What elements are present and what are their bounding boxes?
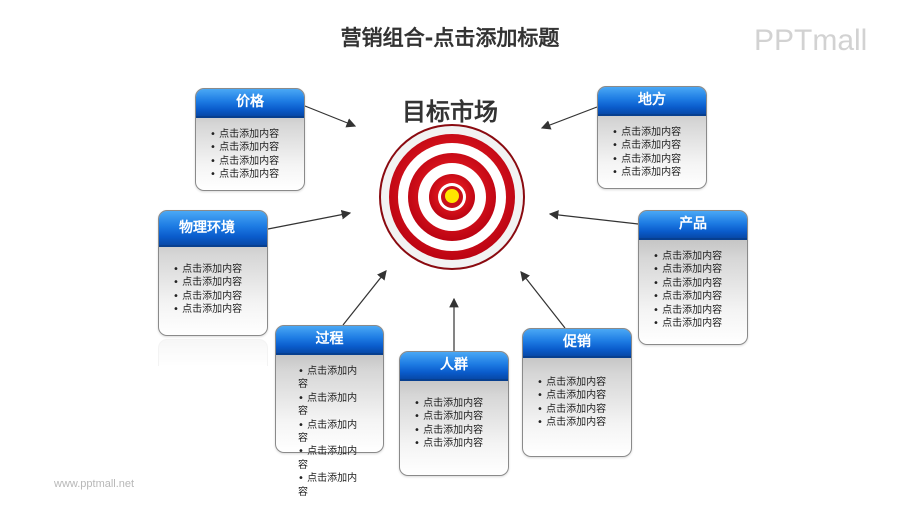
list-item: 点击添加内容 — [653, 277, 741, 290]
list-item: 点击添加内容 — [537, 403, 625, 416]
card-items: 点击添加内容 点击添加内容 点击添加内容 点击添加内容 — [159, 247, 267, 335]
list-item: 点击添加内容 — [414, 397, 502, 410]
list-item: 点击添加内容 — [653, 317, 741, 330]
arrow-process — [342, 270, 387, 326]
center-label: 目标市场 — [402, 98, 498, 126]
card-promotion[interactable]: 促销 点击添加内容 点击添加内容 点击添加内容 点击添加内容 — [522, 328, 632, 457]
card-physical-environment[interactable]: 物理环境 点击添加内容 点击添加内容 点击添加内容 点击添加内容 — [158, 210, 268, 366]
card-process[interactable]: 过程 点击添加内容 点击添加内容 点击添加内容 点击添加内容 点击添加内容 — [275, 325, 384, 498]
card-people[interactable]: 人群 点击添加内容 点击添加内容 点击添加内容 点击添加内容 — [399, 351, 509, 476]
list-item: 点击添加内容 — [414, 424, 502, 437]
list-item: 点击添加内容 — [210, 128, 298, 141]
list-item: 点击添加内容 — [210, 141, 298, 154]
list-item: 点击添加内容 — [298, 445, 358, 472]
card-title: 价格 — [196, 89, 304, 118]
card-title: 促销 — [523, 329, 631, 358]
list-item: 点击添加内容 — [210, 168, 298, 181]
card-items: 点击添加内容 点击添加内容 点击添加内容 点击添加内容 — [400, 381, 508, 475]
card-title: 过程 — [276, 326, 383, 355]
arrow-product — [548, 210, 639, 225]
arrow-promotion — [520, 271, 566, 329]
list-item: 点击添加内容 — [210, 155, 298, 168]
arrow-physical — [267, 209, 352, 230]
list-item: 点击添加内容 — [537, 389, 625, 402]
card-title: 物理环境 — [159, 211, 267, 247]
card-title: 产品 — [639, 211, 747, 240]
card-place[interactable]: 地方 点击添加内容 点击添加内容 点击添加内容 点击添加内容 — [597, 86, 707, 189]
card-items: 点击添加内容 点击添加内容 点击添加内容 点击添加内容 点击添加内容 点击添加内… — [639, 240, 747, 344]
card-title: 人群 — [400, 352, 508, 381]
list-item: 点击添加内容 — [653, 250, 741, 263]
card-items: 点击添加内容 点击添加内容 点击添加内容 点击添加内容 — [196, 118, 304, 190]
list-item: 点击添加内容 — [173, 303, 261, 316]
list-item: 点击添加内容 — [298, 472, 358, 499]
list-item: 点击添加内容 — [653, 263, 741, 276]
card-product[interactable]: 产品 点击添加内容 点击添加内容 点击添加内容 点击添加内容 点击添加内容 点击… — [638, 210, 748, 346]
card-title: 地方 — [598, 87, 706, 116]
card-items: 点击添加内容 点击添加内容 点击添加内容 点击添加内容 点击添加内容 — [276, 355, 364, 507]
list-item: 点击添加内容 — [537, 376, 625, 389]
arrow-place — [540, 106, 598, 130]
list-item: 点击添加内容 — [173, 290, 261, 303]
list-item: 点击添加内容 — [298, 365, 358, 392]
list-item: 点击添加内容 — [612, 139, 700, 152]
list-item: 点击添加内容 — [414, 410, 502, 423]
list-item: 点击添加内容 — [414, 437, 502, 450]
arrow-price — [304, 105, 357, 128]
target-icon — [379, 124, 525, 270]
list-item: 点击添加内容 — [298, 419, 358, 446]
brand-logo: PPTmall — [754, 24, 868, 57]
list-item: 点击添加内容 — [653, 304, 741, 317]
card-price[interactable]: 价格 点击添加内容 点击添加内容 点击添加内容 点击添加内容 — [195, 88, 305, 191]
list-item: 点击添加内容 — [612, 166, 700, 179]
list-item: 点击添加内容 — [612, 153, 700, 166]
footer-url: www.pptmall.net — [54, 478, 135, 490]
page-title: 营销组合-点击添加标题 — [340, 26, 560, 50]
list-item: 点击添加内容 — [173, 263, 261, 276]
list-item: 点击添加内容 — [173, 276, 261, 289]
card-items: 点击添加内容 点击添加内容 点击添加内容 点击添加内容 — [523, 358, 631, 456]
card-items: 点击添加内容 点击添加内容 点击添加内容 点击添加内容 — [598, 116, 706, 188]
list-item: 点击添加内容 — [612, 126, 700, 139]
card-reflection — [158, 338, 268, 366]
list-item: 点击添加内容 — [653, 290, 741, 303]
list-item: 点击添加内容 — [537, 416, 625, 429]
list-item: 点击添加内容 — [298, 392, 358, 419]
